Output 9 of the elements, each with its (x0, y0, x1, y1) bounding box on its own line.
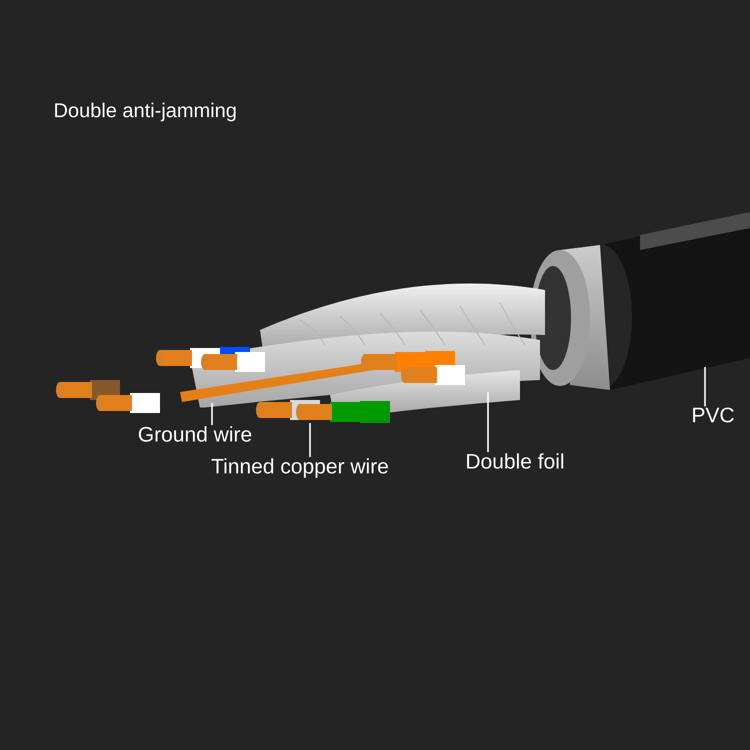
leader-line (704, 367, 706, 406)
leader-line (309, 423, 311, 458)
leader-line (487, 392, 489, 452)
part-label: Tinned copper wire (212, 458, 388, 478)
part-label: Double foil (467, 453, 564, 469)
leader-line (211, 403, 213, 426)
title: Double anti-jamming (55, 102, 236, 122)
part-label: PVC (693, 408, 734, 422)
part-label: Ground wire (138, 426, 252, 442)
